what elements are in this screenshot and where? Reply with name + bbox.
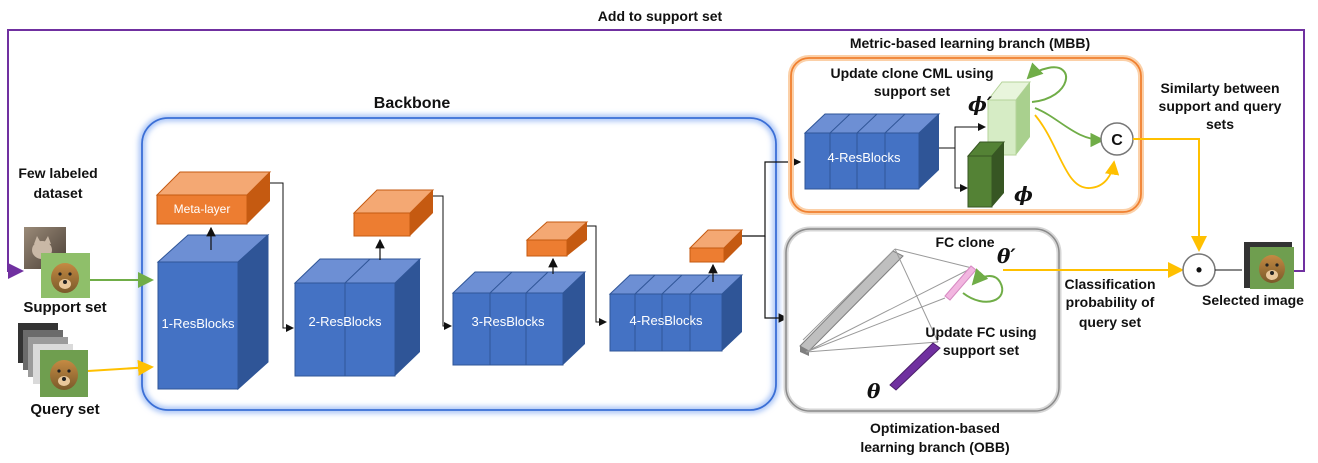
selected-dog-photo-icon bbox=[1244, 242, 1294, 289]
resblock-3 bbox=[451, 271, 587, 366]
classification-label-3: query set bbox=[1079, 314, 1142, 330]
fusion-symbol: • bbox=[1196, 260, 1202, 280]
mbb-title: Metric-based learning branch (MBB) bbox=[850, 35, 1090, 51]
phi-symbol: ϕ bbox=[1014, 182, 1033, 206]
phi-block bbox=[966, 141, 1006, 208]
resblock-4-label: 4-ResBlocks bbox=[630, 313, 703, 328]
resblock-2-label: 2-ResBlocks bbox=[309, 314, 382, 329]
few-labeled-label-1: Few labeled bbox=[18, 165, 97, 181]
clone-to-compare-arrow bbox=[1034, 107, 1105, 148]
add-to-support-label: Add to support set bbox=[598, 8, 723, 24]
fc-wire bbox=[802, 248, 896, 341]
fc-wire bbox=[805, 267, 973, 353]
update-fc-label-1: Update FC using bbox=[925, 324, 1036, 340]
backbone-container bbox=[139, 115, 779, 413]
selected-image-label: Selected image bbox=[1202, 292, 1304, 308]
similarity-label-2: support and query bbox=[1159, 98, 1282, 114]
backbone-title: Backbone bbox=[374, 95, 451, 112]
update-fc-label-2: support set bbox=[943, 342, 1020, 358]
obb-label-1: Optimization-based bbox=[870, 420, 1000, 436]
similarity-to-fusion-arrow bbox=[1133, 138, 1207, 252]
resblock-1-label: 1-ResBlocks bbox=[162, 316, 235, 331]
compare-symbol: C bbox=[1111, 132, 1123, 149]
fc-layer-theta bbox=[889, 342, 941, 391]
classification-label-2: probability of bbox=[1066, 294, 1155, 310]
mbb-resblock-label: 4-ResBlocks bbox=[828, 150, 901, 165]
query-set-label: Query set bbox=[30, 401, 99, 418]
support-set-label: Support set bbox=[23, 299, 106, 316]
resblock-1 bbox=[156, 233, 270, 391]
query-to-compare-arrow bbox=[1034, 114, 1120, 189]
meta-layer-3 bbox=[525, 221, 589, 257]
fc-update-loop bbox=[962, 268, 1004, 303]
meta-layer-4 bbox=[688, 229, 744, 263]
similarity-label-1: Similarty between bbox=[1160, 80, 1279, 96]
obb-label-2: learning branch (OBB) bbox=[860, 439, 1009, 455]
dog-photo-icon bbox=[41, 253, 90, 298]
few-labeled-label-2: dataset bbox=[33, 185, 82, 201]
fc-wire bbox=[805, 297, 946, 353]
fc-wire bbox=[894, 248, 973, 269]
meta1-to-rb2-arrow bbox=[270, 182, 294, 332]
fc-clone-layer bbox=[944, 265, 977, 301]
fc-layer-input bbox=[799, 250, 904, 356]
resblock-4 bbox=[608, 274, 744, 352]
meta-layer-1 bbox=[155, 171, 272, 225]
obb-container bbox=[783, 226, 1062, 414]
meta-layer-label: Meta-layer bbox=[174, 202, 231, 216]
query-arrow bbox=[87, 359, 154, 376]
resblock-3-label: 3-ResBlocks bbox=[472, 314, 545, 329]
to-phi-arrow bbox=[954, 148, 968, 192]
mbb-container bbox=[788, 55, 1144, 215]
update-clone-label-2: support set bbox=[874, 83, 951, 99]
meta3-to-rb4-arrow bbox=[587, 225, 607, 326]
phi-prime-symbol: ϕ′ bbox=[968, 92, 993, 116]
to-obb-arrow bbox=[764, 236, 789, 323]
meta-layer-2 bbox=[352, 189, 435, 237]
to-mbb-arrow bbox=[742, 157, 802, 237]
resblock-2 bbox=[293, 258, 422, 377]
theta-prime-symbol: θ′ bbox=[997, 244, 1016, 268]
mbb-resblock-4 bbox=[803, 113, 941, 190]
similarity-label-3: sets bbox=[1206, 116, 1234, 132]
fc-wire bbox=[894, 248, 939, 343]
fc-clone-label: FC clone bbox=[935, 234, 994, 250]
classification-label-1: Classification bbox=[1064, 276, 1155, 292]
to-phi-prime-arrow bbox=[939, 123, 986, 149]
meta2-to-rb3-arrow bbox=[433, 195, 452, 330]
update-clone-label-1: Update clone CML using bbox=[830, 65, 993, 81]
query-photo-stack-icon bbox=[18, 323, 88, 397]
clone-update-loop bbox=[1026, 62, 1067, 103]
theta-symbol: θ bbox=[867, 379, 881, 403]
add-to-support-loop bbox=[7, 29, 1305, 279]
fc-wire bbox=[805, 341, 939, 353]
